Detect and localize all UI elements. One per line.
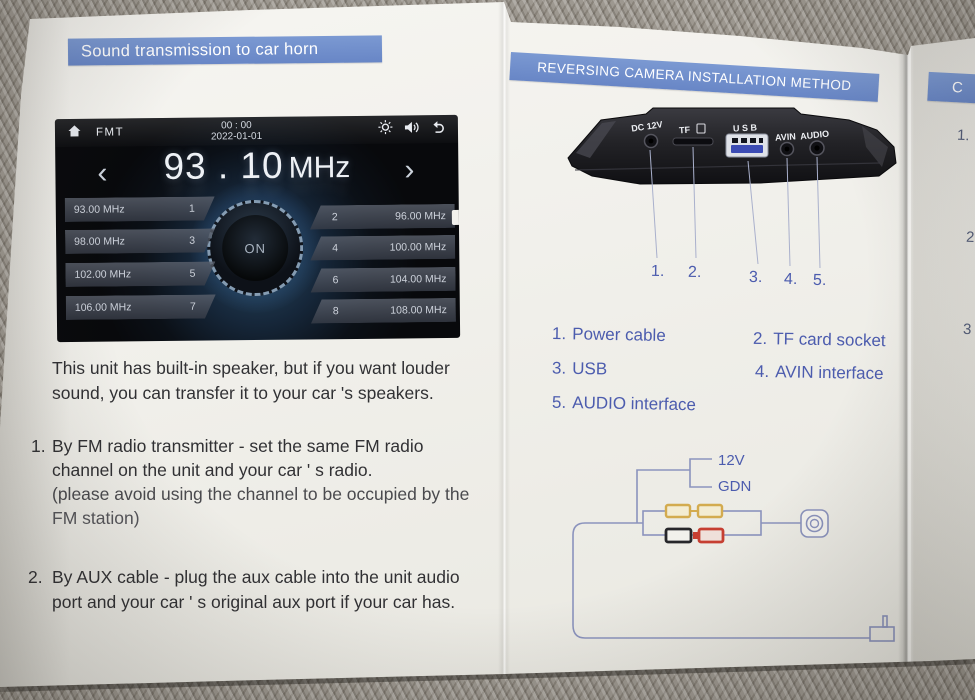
third-page-sliver [911,30,975,687]
item1-line-3: (please avoid using the channel to be oc… [52,484,470,504]
back-icon [431,120,446,139]
audio-jack [809,140,825,156]
wiring-diagram-lines [572,458,895,642]
item1-line-2: channel on the unit and your car ' s rad… [52,460,373,480]
left-page-header: Sound transmission to car horn [67,35,383,66]
wiring-label-12v: 12V [718,452,745,469]
fold-crease-left [498,2,510,687]
legend-power-cable: 1.Power cable [551,324,666,345]
left-facet-highlight [576,121,616,158]
tf-card-slot [672,137,714,146]
radio-topbar: FMT 00 : 00 2022-01-01 [54,114,459,148]
port-label-dc: DC 12V [631,119,664,133]
tune-up-arrow: › [404,153,415,187]
legend-avin-interface: 4.AVIN interface [754,361,884,384]
port-label-tf: TF [679,125,691,136]
port-label-avin: AVIN [775,131,796,142]
intro-line-2: sound, you can transfer it to your car '… [52,383,434,403]
item2-number: 2. [28,567,43,587]
camera-icon [800,509,829,538]
cable-plug [869,626,895,642]
callout-1: 1. [650,262,665,281]
third-page-item-1: 1. [956,126,970,145]
tf-card-glyph [696,123,706,134]
avin-jack [779,141,795,157]
cable-plug-pin [882,615,888,628]
red-connector [697,527,725,544]
intro-line-1: This unit has built-in speaker, but if y… [52,358,450,378]
item2-line-2: port and your car ' s original aux port … [52,592,456,612]
third-page-header-fragment: C [927,71,975,106]
third-page-item-2: 2. [965,228,975,247]
callout-4: 4. [783,270,798,289]
screen-edge-notch [451,209,461,225]
fold-crease-right [898,30,914,687]
callout-leader-lines [649,146,821,269]
callout-2: 2. [687,263,702,282]
right-page-header: REVERSING CAMERA INSTALLATION METHOD [509,52,880,102]
knob-on-label: ON [221,214,289,282]
wire-connectors [664,503,725,544]
callout-5: 5. [812,271,827,290]
port-label-audio: AUDIO [800,129,830,142]
callout-3: 3. [748,268,763,287]
brightness-icon [378,120,393,140]
wiring-label-gdn: GDN [718,478,751,495]
legend-tf-card-socket: 2.TF card socket [752,328,886,351]
right-facet-highlight [862,126,888,167]
volume-icon [404,120,420,139]
legend-usb: 3.USB [551,358,608,379]
item1-number: 1. [31,436,46,456]
frequency-unit: MHz [288,151,351,185]
home-icon [67,123,82,142]
radio-clock: 00 : 00 2022-01-01 [55,118,418,144]
legend-audio-interface: 5.AUDIO interface [551,392,697,415]
item1-line-1: By FM radio transmitter - set the same F… [52,436,424,456]
third-page-item-3: 3 [962,320,972,339]
yellow-connector-right [696,503,724,519]
item2-line-1: By AUX cable - plug the aux cable into t… [52,567,460,587]
black-connector [664,527,693,544]
dc-jack [643,133,659,149]
item1-line-4: FM station) [52,508,140,528]
monitor-device: DC 12V TF U S B AVIN AUDIO [567,107,897,185]
yellow-connector-left [664,503,692,519]
radio-screen: FMT 00 : 00 2022-01-01 ‹ [54,114,461,343]
frequency-value: 93 . 10 [163,144,284,187]
usb-port [725,133,769,158]
port-label-usb: U S B [733,122,758,133]
